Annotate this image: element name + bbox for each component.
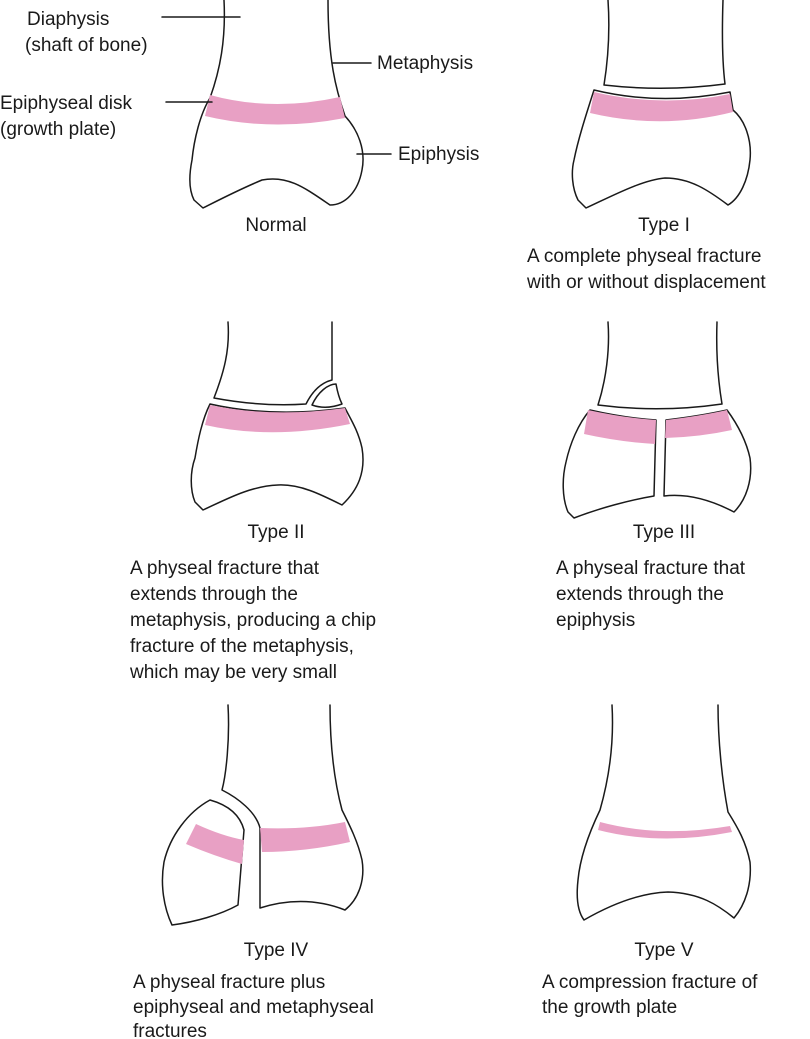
- type4-growth-plate-left: [186, 824, 244, 864]
- type5-compressed-growth-plate: [598, 822, 732, 839]
- panel-normal: Diaphysis (shaft of bone) Metaphysis Epi…: [0, 0, 479, 236]
- growth-plate: [205, 95, 345, 125]
- type3-growth-plate-left: [584, 410, 656, 444]
- type1-growth-plate: [590, 92, 733, 122]
- label-epiphyseal-disk: Epiphyseal disk: [0, 93, 133, 114]
- panel-title: Type I: [638, 215, 690, 236]
- panel-type-4: Type IV A physeal fracture plus epiphyse…: [133, 704, 374, 1039]
- description-line: extends through the: [556, 584, 724, 605]
- description-line: fractures: [133, 1021, 207, 1039]
- type2-shaft-fragment: [213, 321, 333, 406]
- label-epiphysis: Epiphysis: [398, 144, 479, 165]
- label-metaphysis: Metaphysis: [377, 53, 473, 74]
- description-line: extends through the: [130, 584, 298, 605]
- panel-title: Type IV: [244, 940, 309, 961]
- label-diaphysis-sub: (shaft of bone): [25, 35, 148, 56]
- panel-type-3: Type III A physeal fracture that extends…: [556, 321, 752, 631]
- description-line: epiphysis: [556, 610, 635, 631]
- type2-chip-fragment: [311, 383, 343, 408]
- type4-growth-plate-right: [260, 822, 350, 852]
- description-line: epiphyseal and metaphyseal: [133, 997, 374, 1018]
- panel-title: Type III: [633, 522, 695, 543]
- description-line: with or without displacement: [526, 272, 766, 293]
- type3-shaft: [597, 321, 723, 410]
- description-line: fracture of the metaphysis,: [130, 636, 354, 657]
- type3-growth-plate-right: [665, 410, 732, 438]
- normal-bone-outline: [189, 0, 364, 209]
- panel-type-5: Type V A compression fracture of the gro…: [542, 704, 758, 1018]
- panel-title: Type V: [634, 940, 693, 961]
- description-line: A physeal fracture that: [556, 558, 746, 579]
- label-epiphyseal-disk-sub: (growth plate): [0, 119, 116, 140]
- panel-title: Normal: [245, 215, 306, 236]
- description-line: A physeal fracture plus: [133, 972, 325, 993]
- label-diaphysis: Diaphysis: [27, 9, 109, 30]
- description-line: A compression fracture of: [542, 972, 758, 993]
- description-line: the growth plate: [542, 997, 677, 1018]
- panel-title: Type II: [247, 522, 304, 543]
- type1-epiphysis-fragment: [571, 89, 752, 209]
- type2-growth-plate: [205, 405, 350, 433]
- type5-bone-outline: [576, 704, 752, 921]
- description-line: metaphysis, producing a chip: [130, 610, 376, 631]
- type4-left-fragment: [161, 799, 245, 926]
- description-line: A complete physeal fracture: [527, 246, 761, 267]
- description-line: A physeal fracture that: [130, 558, 320, 579]
- type4-main-fragment: [221, 704, 364, 911]
- type1-shaft-fragment: [603, 0, 726, 89]
- panel-type-2: Type II A physeal fracture that extends …: [129, 321, 376, 683]
- description-line: which may be very small: [129, 662, 337, 683]
- panel-type-1: Type I A complete physeal fracture with …: [526, 0, 766, 293]
